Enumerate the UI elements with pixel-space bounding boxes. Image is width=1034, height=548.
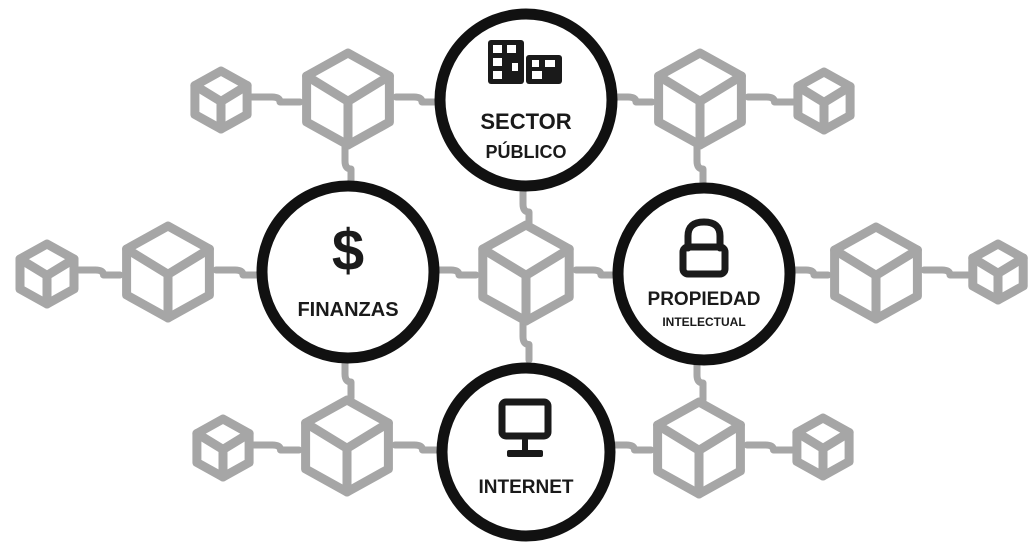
hub-title-propiedad: PROPIEDAD — [648, 289, 761, 310]
hub-title-publico: PÚBLICO — [486, 141, 567, 162]
hub-sector-publico: SECTOR PÚBLICO — [434, 8, 618, 192]
block-cube — [190, 66, 252, 134]
hub-propiedad-intelectual: PROPIEDAD INTELECTUAL — [612, 182, 796, 366]
chain-link — [248, 93, 304, 106]
hub-internet: INTERNET — [436, 362, 616, 542]
hub-finanzas: $ FINANZAS — [256, 180, 440, 364]
block-cube — [301, 395, 393, 497]
computer-monitor-icon — [498, 398, 552, 457]
chain-link — [788, 266, 832, 279]
chain-link — [572, 266, 622, 279]
chain-link — [392, 93, 444, 106]
block-cube — [122, 221, 214, 323]
chain-link — [430, 266, 480, 279]
hub-ring-sector-publico — [434, 8, 618, 192]
chain-links — [75, 93, 972, 454]
chain-link — [920, 266, 972, 279]
block-cube — [968, 239, 1028, 305]
chain-link — [743, 441, 796, 454]
chain-link — [693, 142, 707, 188]
chain-link — [212, 266, 266, 279]
block-cube — [654, 48, 746, 150]
chain-link — [608, 93, 656, 106]
chain-link — [391, 441, 446, 454]
block-cube — [793, 67, 855, 135]
block-cube — [830, 222, 922, 324]
block-cube — [302, 48, 394, 150]
buildings-icon — [488, 40, 562, 84]
chain-link — [341, 142, 355, 188]
chain-link — [341, 354, 355, 402]
hub-title-internet: INTERNET — [479, 477, 574, 498]
block-cubes — [15, 48, 1028, 499]
hub-ring-finanzas — [256, 180, 440, 364]
chain-link — [519, 317, 533, 364]
dollar-icon: $ — [332, 218, 364, 283]
chain-link — [693, 354, 707, 404]
chain-link — [250, 441, 303, 454]
hub-title-intelectual: INTELECTUAL — [662, 315, 745, 329]
hub-title-finanzas: FINANZAS — [297, 299, 398, 321]
block-cube — [792, 413, 854, 481]
block-cube — [15, 239, 79, 309]
block-cube — [478, 220, 574, 326]
chain-link — [744, 93, 797, 106]
hub-title-sector: SECTOR — [480, 109, 571, 134]
block-cube — [653, 397, 745, 499]
chain-link — [519, 186, 533, 230]
block-cube — [192, 414, 254, 482]
chain-link — [606, 441, 655, 454]
padlock-icon — [679, 218, 729, 278]
chain-link — [75, 266, 124, 279]
